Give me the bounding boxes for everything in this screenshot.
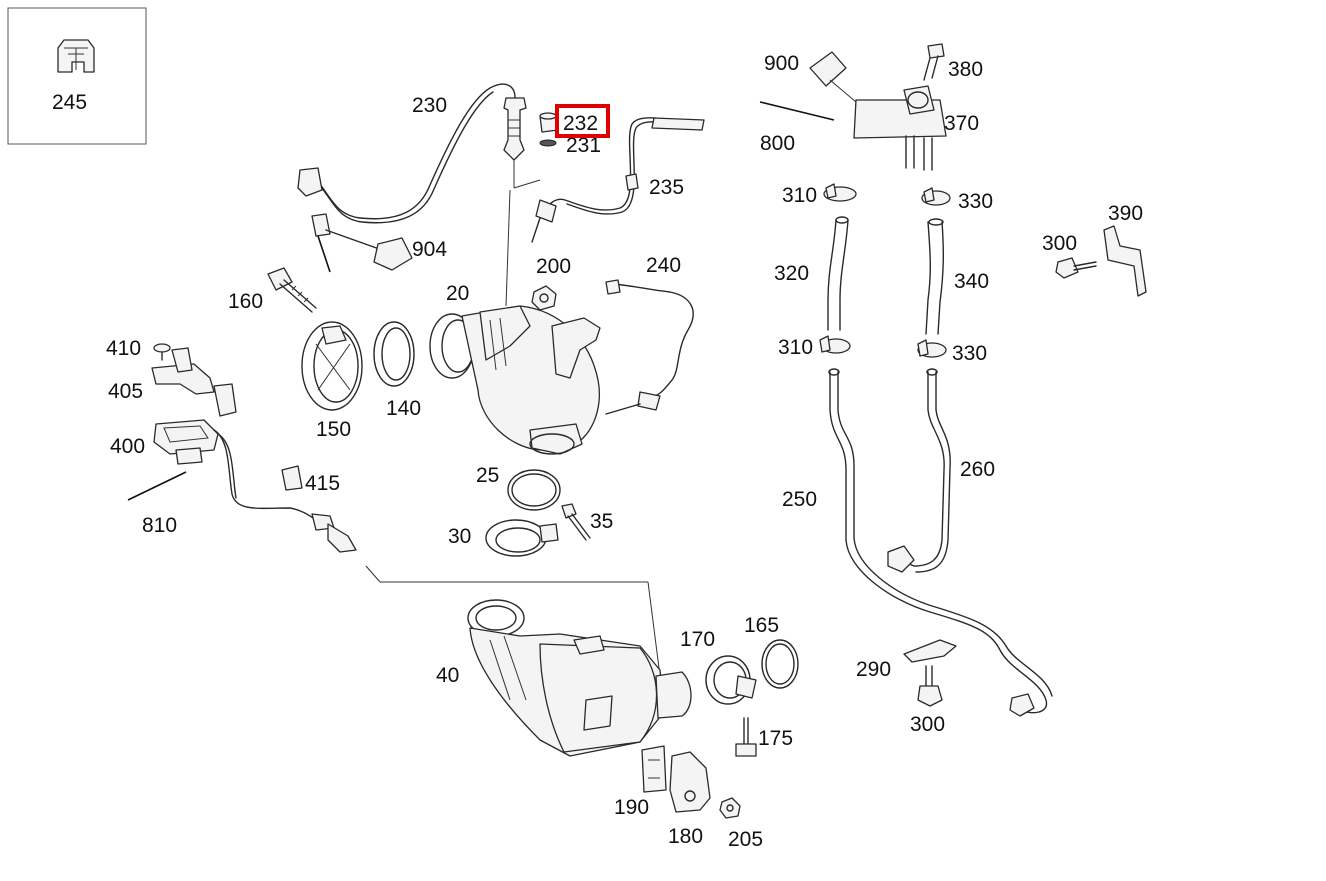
seal-ring-25[interactable] [507,469,561,511]
callout-25[interactable]: 25 [476,464,499,487]
callout-400[interactable]: 400 [110,435,145,458]
inset-box-245[interactable] [7,7,147,145]
callout-40[interactable]: 40 [436,664,459,687]
clip-245-icon [57,39,95,73]
nut-200[interactable] [531,285,557,311]
inset-label-245: 245 [52,91,87,114]
callout-330-bottom[interactable]: 330 [952,342,987,365]
callout-904[interactable]: 904 [412,238,447,261]
pressure-pipe-250[interactable] [828,368,1053,717]
callout-370[interactable]: 370 [944,112,979,135]
bolt-175[interactable] [735,717,757,757]
callout-175[interactable]: 175 [758,727,793,750]
callout-330-top[interactable]: 330 [958,190,993,213]
callout-150[interactable]: 150 [316,418,351,441]
clamp-170[interactable] [705,655,757,705]
pressure-sensor-370[interactable] [853,85,947,171]
bolt-160[interactable] [267,267,317,313]
catalytic-converter-20[interactable] [429,305,601,455]
callout-20[interactable]: 20 [446,282,469,305]
callout-200[interactable]: 200 [536,255,571,278]
callout-800[interactable]: 800 [760,132,795,155]
callout-250[interactable]: 250 [782,488,817,511]
callout-300-lower[interactable]: 300 [910,713,945,736]
hose-clamp-310-top[interactable] [823,183,857,202]
callout-320[interactable]: 320 [774,262,809,285]
bolt-35[interactable] [561,503,591,541]
hose-320[interactable] [827,216,849,331]
bracket-390[interactable] [1103,225,1147,297]
screw-410[interactable] [153,343,171,361]
callout-231[interactable]: 231 [566,134,601,157]
screw-380[interactable] [923,43,945,81]
callout-340[interactable]: 340 [954,270,989,293]
callout-405[interactable]: 405 [108,380,143,403]
callout-180[interactable]: 180 [668,825,703,848]
bolt-300-lower[interactable] [917,665,943,707]
leader-800 [759,101,835,121]
callout-140[interactable]: 140 [386,397,421,420]
hose-clamp-310-bottom[interactable] [819,335,851,354]
callout-290[interactable]: 290 [856,658,891,681]
callout-35[interactable]: 35 [590,510,613,533]
pressure-pipe-260[interactable] [887,368,951,573]
callout-232[interactable]: 232 [563,112,598,135]
seal-ring-165[interactable] [761,639,799,689]
clamp-30[interactable] [485,519,559,557]
pressure-sensor-label-900[interactable] [809,51,857,103]
callout-240[interactable]: 240 [646,254,681,277]
callout-205[interactable]: 205 [728,828,763,851]
seal-ring-140[interactable] [373,321,415,387]
callout-390[interactable]: 390 [1108,202,1143,225]
bracket-180[interactable] [669,751,711,813]
bolt-300-upper[interactable] [1055,257,1097,279]
callout-410[interactable]: 410 [106,337,141,360]
callout-415[interactable]: 415 [305,472,340,495]
callout-900[interactable]: 900 [764,52,799,75]
callout-165[interactable]: 165 [744,614,779,637]
nut-205[interactable] [719,797,741,819]
callout-260[interactable]: 260 [960,458,995,481]
callout-300-upper[interactable]: 300 [1042,232,1077,255]
callout-30[interactable]: 30 [448,525,471,548]
hose-clamp-330-bottom[interactable] [917,339,947,358]
hose-340[interactable] [925,218,945,335]
particulate-filter-40[interactable] [467,599,692,757]
clip-904[interactable] [373,237,413,271]
callout-190[interactable]: 190 [614,796,649,819]
clip-415[interactable] [281,465,303,491]
callout-170[interactable]: 170 [680,628,715,651]
seal-ring-231[interactable] [539,139,557,147]
temperature-sensor-235[interactable] [531,117,705,243]
bracket-405[interactable] [151,347,237,417]
callout-235[interactable]: 235 [649,176,684,199]
callout-310-bottom[interactable]: 310 [778,336,813,359]
callout-230[interactable]: 230 [412,94,447,117]
bracket-290[interactable] [903,639,957,663]
callout-810[interactable]: 810 [142,514,177,537]
oxygen-sensor-lower-cable[interactable] [213,429,661,677]
clamp-150[interactable] [301,321,363,411]
pressure-sensor-400[interactable] [127,419,219,501]
temperature-sensor-240[interactable] [605,279,694,415]
callout-310-top[interactable]: 310 [782,184,817,207]
callout-380[interactable]: 380 [948,58,983,81]
callout-160[interactable]: 160 [228,290,263,313]
bracket-190[interactable] [641,745,667,793]
highlight-box-232 [555,104,610,138]
oxygen-sensor-230[interactable] [297,83,541,307]
hose-clamp-330-top[interactable] [921,187,951,206]
